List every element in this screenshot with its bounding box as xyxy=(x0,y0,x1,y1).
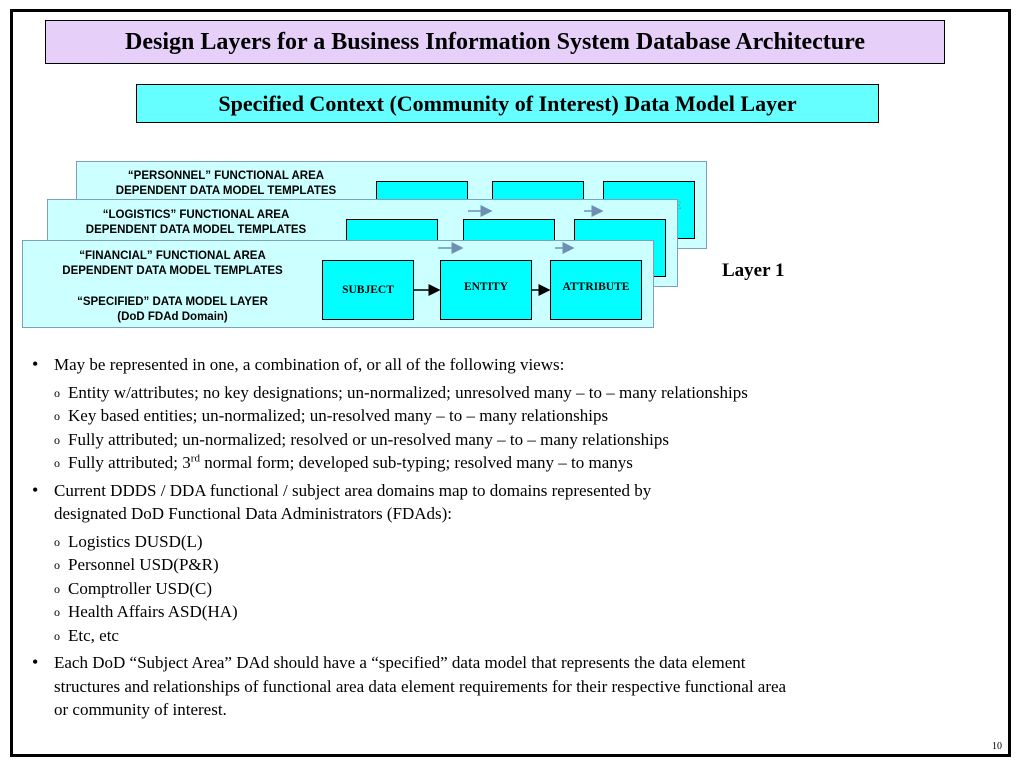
sub-bullet-marker: o xyxy=(54,385,60,400)
sub-bullet-item: o Fully attributed; 3rd normal form; deve… xyxy=(32,451,982,475)
sub-bullet-text: Logistics DUSD(L) xyxy=(68,531,203,551)
bullet-dot: • xyxy=(32,479,39,500)
bullet-continuation: or community of interest. xyxy=(32,698,982,722)
bullet-text: structures and relationships of function… xyxy=(54,676,787,696)
bullet-continuation: structures and relationships of function… xyxy=(32,675,982,699)
sub-bullet-marker: o xyxy=(54,628,60,643)
layer-financial-line1: “FINANCIAL” FUNCTIONAL AREA xyxy=(79,250,266,262)
sub-bullet-text-after: normal form; developed sub-typing; resol… xyxy=(199,453,633,472)
sub-bullet-marker: o xyxy=(54,534,60,549)
layer-1-label: Layer 1 xyxy=(722,260,785,281)
layer-specified-line1: “SPECIFIED” DATA MODEL LAYER xyxy=(77,296,268,308)
sub-bullet-text: Etc, etc xyxy=(68,625,119,645)
sub-bullet-text: Fully attributed; un-normalized; resolve… xyxy=(68,429,670,449)
sub-bullet-text: Entity w/attributes; no key designations… xyxy=(68,382,748,402)
bullet-item: • May be represented in one, a combinatio… xyxy=(32,353,982,377)
sub-bullet-marker: o xyxy=(54,409,60,423)
sub-bullet-marker: o xyxy=(54,432,60,447)
bullet-dot: • xyxy=(32,652,39,672)
bullet-text: Current DDDS / DDA functional / subject … xyxy=(54,480,652,500)
sub-bullet-item: o Personnel USD(P&R) xyxy=(32,553,982,577)
bullet-text: or community of interest. xyxy=(54,700,227,719)
bullet-continuation: designated DoD Functional Data Administr… xyxy=(32,502,982,526)
bullet-text: designated DoD Functional Data Administr… xyxy=(54,504,453,523)
superscript-rd: rd xyxy=(190,452,200,465)
layer-personnel-line1: “PERSONNEL” FUNCTIONAL AREA xyxy=(127,170,325,182)
sub-bullet-item: o Etc, etc xyxy=(32,624,982,648)
layer-logistics-line2: DEPENDENT DATA MODEL TEMPLATES xyxy=(85,224,307,236)
bullet-dot: • xyxy=(32,354,39,374)
sub-bullet-marker: o xyxy=(54,456,60,470)
slide-subtitle: Specified Context (Community of Interest… xyxy=(136,84,879,123)
sub-bullet-item: o Comptroller USD(C) xyxy=(32,577,982,601)
sub-bullet-marker: o xyxy=(54,558,60,572)
bullet-item: • Current DDDS / DDA functional / subject… xyxy=(32,479,982,503)
sub-bullet-item: o Fully attributed; un-normalized; resolv… xyxy=(32,428,982,452)
sub-bullet-item: o Entity w/attributes; no key designation… xyxy=(32,381,982,405)
bullet-item: • Each DoD “Subject Area” DAd should have… xyxy=(32,651,982,675)
sub-bullet-text: Comptroller USD(C) xyxy=(68,578,213,598)
slide-title: Design Layers for a Business Information… xyxy=(45,20,945,64)
layer-specified-label: “SPECIFIED” DATA MODEL LAYER (DoD FDAd D… xyxy=(40,295,305,325)
sub-bullet-text-before: Fully attributed; 3 xyxy=(68,453,191,472)
bullet-text: Each DoD “Subject Area” DAd should have … xyxy=(54,653,746,672)
bullet-text: May be represented in one, a combination… xyxy=(54,355,565,374)
sub-bullet-text: Key based entities; un-normalized; un-re… xyxy=(68,406,609,425)
sub-bullet-item: o Logistics DUSD(L) xyxy=(32,530,982,554)
layer-logistics-label: “LOGISTICS” FUNCTIONAL AREA DEPENDENT DA… xyxy=(66,208,326,238)
sub-bullet-marker: o xyxy=(54,605,60,619)
specified-attribute-box: ATTRIBUTE xyxy=(550,260,642,320)
slide-frame xyxy=(10,9,1011,757)
specified-entity-box: ENTITY xyxy=(440,260,532,320)
layer-specified-line2: (DoD FDAd Domain) xyxy=(117,311,228,323)
sub-bullet-text: Health Affairs ASD(HA) xyxy=(68,602,238,621)
layer-personnel-label: “PERSONNEL” FUNCTIONAL AREA DEPENDENT DA… xyxy=(96,169,356,199)
layer-financial-line2: DEPENDENT DATA MODEL TEMPLATES xyxy=(62,265,283,277)
sub-bullet-item: o Health Affairs ASD(HA) xyxy=(32,600,982,624)
bullet-list: • May be represented in one, a combinatio… xyxy=(32,353,982,722)
layer-logistics-line1: “LOGISTICS” FUNCTIONAL AREA xyxy=(102,209,290,221)
sub-bullet-item: o Key based entities; un-normalized; un-r… xyxy=(32,404,982,428)
layer-financial-label: “FINANCIAL” FUNCTIONAL AREA DEPENDENT DA… xyxy=(40,249,305,279)
layer-personnel-line2: DEPENDENT DATA MODEL TEMPLATES xyxy=(115,185,337,197)
sub-bullet-marker: o xyxy=(54,581,60,596)
page-number: 10 xyxy=(992,741,1002,752)
sub-bullet-text: Personnel USD(P&R) xyxy=(68,555,219,574)
specified-subject-box: SUBJECT xyxy=(322,260,414,320)
